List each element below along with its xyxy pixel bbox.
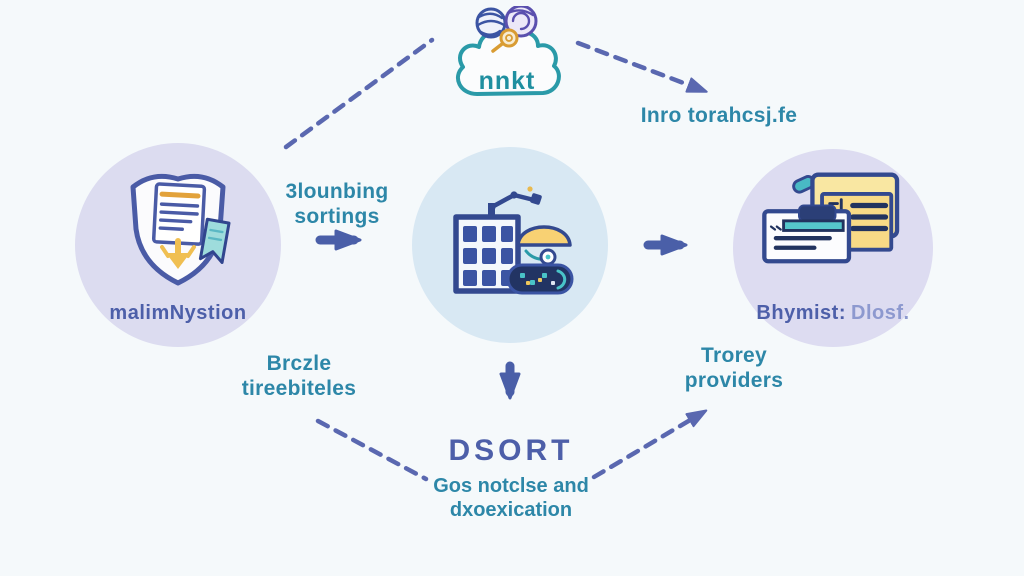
dashed-line-left-node-to-cloud [283, 37, 435, 150]
node-right-label: Bhymist:Dlosf. [733, 302, 933, 325]
node-right: Bhymist:Dlosf. [733, 149, 933, 347]
window-grid-icon [463, 226, 513, 286]
dome-hopper-icon [516, 225, 572, 266]
note-bottom-left: Brczle tireebiteles [242, 352, 357, 402]
bottom-subtitle: Gos notclse and dxoexication [433, 474, 589, 522]
shield-document-icon [130, 173, 231, 286]
note-bottom-right-line2: providers [684, 368, 784, 392]
ribbon-icon [198, 217, 231, 264]
dashed-line-bottom-left-to-center [315, 418, 429, 482]
note-bottom-left-line1: Brczle [266, 352, 332, 375]
magnifier-icon [491, 28, 519, 53]
swirl-shell-left-icon [475, 7, 507, 39]
robot-arm-icon [488, 186, 542, 211]
documents-cards-icon [762, 172, 900, 264]
note-flow-top: 3lounbing sortings [285, 180, 388, 230]
note-bottom-right: Trorey providers [685, 344, 783, 394]
bottom-subtitle-line1: Gos notclse and [433, 475, 589, 497]
factory-robot-icon [453, 186, 574, 295]
node-center [412, 147, 608, 343]
note-top-right: Inro torahcsj.fe [640, 104, 798, 127]
conveyor-icon [506, 263, 574, 295]
node-right-label-secondary: Dlosf. [851, 302, 910, 324]
cloud-icon [456, 6, 561, 96]
note-bottom-right-line1: Trorey [701, 344, 767, 367]
note-flow-top-line1: 3lounbing [285, 180, 389, 203]
note-bottom-left-line2: tireebiteles [241, 376, 357, 400]
note-flow-top-line2: sortings [294, 204, 380, 228]
dashed-arrow-center-to-bottom-right [591, 409, 708, 480]
bottom-subtitle-line2: dxoexication [449, 499, 573, 521]
cloud-node: nnkt [447, 6, 567, 104]
teal-bar-icon [782, 219, 845, 232]
bottom-block: DSORT Gos notclse and dxoexication [433, 434, 589, 522]
document-icon [151, 182, 207, 246]
node-left: malimNystion [75, 143, 281, 347]
node-left-label: malimNystion [109, 302, 247, 324]
bottom-title: DSORT [448, 434, 574, 467]
down-arrow-yellow-icon [160, 238, 196, 269]
cloud-label: nnkt [478, 67, 536, 95]
dashed-arrow-cloud-to-top-right-note [575, 40, 708, 93]
swirl-shell-right-icon [504, 6, 538, 38]
stamp-icon [798, 204, 837, 222]
node-right-label-primary: Bhymist: [756, 302, 846, 324]
